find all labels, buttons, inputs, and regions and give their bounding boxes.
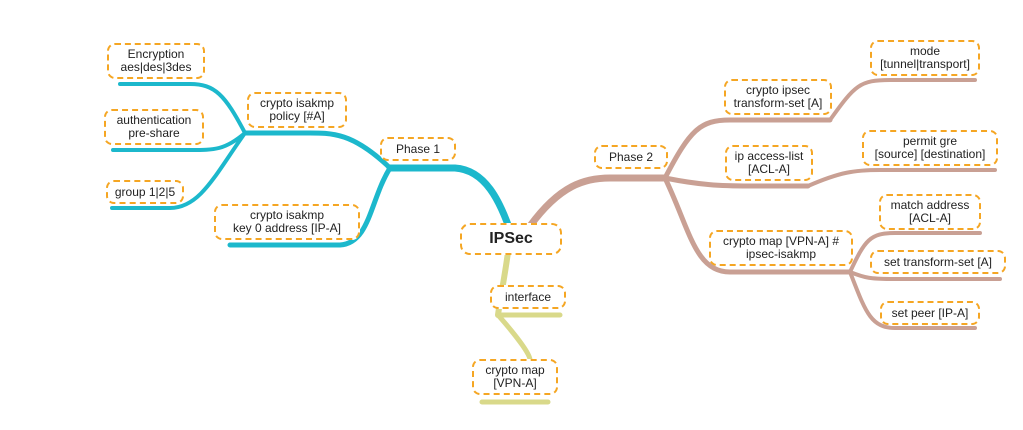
branch-phase1-to-isakmp-policy [242,130,393,171]
transform-set-node[interactable]: crypto ipsec transform-set [A] [724,79,832,115]
isakmp-key-line2: key 0 address [IP-A] [232,221,342,235]
encryption-line1: Encryption [127,47,185,61]
access-list-line1: ip access-list [734,149,804,163]
encryption-line2: aes|des|3des [120,60,192,74]
permit-gre-line1: permit gre [902,134,958,148]
match-address-line2: [ACL-A] [908,211,951,225]
phase1-label: Phase 1 [395,141,441,156]
match-address-node[interactable]: match address [ACL-A] [879,194,981,230]
branch-transform-to-mode [828,78,977,122]
authentication-line1: authentication [116,113,192,127]
branch-phase2-to-access-list [662,175,811,189]
set-transform-node[interactable]: set transform-set [A] [870,250,1006,274]
group-node[interactable]: group 1|2|5 [106,180,184,204]
interface-label: interface [504,289,552,304]
branch-access-to-permit-gre [806,168,997,188]
branch-interface-to-crypto-map [495,312,533,363]
branch-policy-to-encryption [118,82,247,135]
crypto-map-line1: crypto map [VPN-A] # [722,234,840,248]
branch-phase2-to-transform-set [662,117,833,181]
interface-node[interactable]: interface [490,285,566,309]
set-peer-node[interactable]: set peer [IP-A] [880,301,980,325]
branch-cmap-to-set-peer [848,270,977,330]
crypto-map-line2: ipsec-isakmp [745,247,817,261]
transform-set-line2: transform-set [A] [733,96,823,110]
isakmp-policy-node[interactable]: crypto isakmp policy [#A] [247,92,347,128]
permit-gre-line2: [source] [destination] [874,147,986,161]
mode-node[interactable]: mode [tunnel|transport] [870,40,980,76]
mode-line1: mode [909,44,941,58]
mode-line2: [tunnel|transport] [880,57,970,71]
set-transform-label: set transform-set [A] [883,254,993,269]
phase2-label: Phase 2 [608,149,654,164]
set-peer-label: set peer [IP-A] [891,305,969,320]
root-node[interactable]: IPSec [460,223,562,255]
isakmp-key-node[interactable]: crypto isakmp key 0 address [IP-A] [214,204,360,240]
root-label: IPSec [489,230,533,247]
match-address-line1: match address [890,198,970,212]
branch-root-to-phase2 [526,174,669,230]
phase1-node[interactable]: Phase 1 [380,137,456,161]
access-list-line2: [ACL-A] [747,162,790,176]
branch-policy-to-group [110,131,247,210]
isakmp-key-line1: crypto isakmp [249,208,325,222]
isakmp-policy-line1: crypto isakmp [259,96,335,110]
phase2-node[interactable]: Phase 2 [594,145,668,169]
authentication-node[interactable]: authentication pre-share [104,109,204,145]
encryption-node[interactable]: Encryption aes|des|3des [107,43,205,79]
crypto-map-vpn-line1: crypto map [485,363,545,377]
group-label: group 1|2|5 [114,184,176,199]
authentication-line2: pre-share [128,126,180,140]
branch-cmap-to-match-address [848,231,982,274]
branch-policy-to-authentication [111,131,247,152]
transform-set-line1: crypto ipsec [745,83,811,97]
branch-cmap-to-set-transform [848,270,1002,281]
crypto-map-vpn-node[interactable]: crypto map [VPN-A] [472,359,558,395]
crypto-map-vpn-line2: [VPN-A] [493,376,537,390]
branch-phase1-to-isakmp-key [227,165,393,248]
permit-gre-node[interactable]: permit gre [source] [destination] [862,130,998,166]
access-list-node[interactable]: ip access-list [ACL-A] [725,145,813,181]
branch-phase2-to-crypto-map [662,175,853,275]
crypto-map-node[interactable]: crypto map [VPN-A] # ipsec-isakmp [709,230,853,266]
isakmp-policy-line2: policy [#A] [269,109,325,123]
